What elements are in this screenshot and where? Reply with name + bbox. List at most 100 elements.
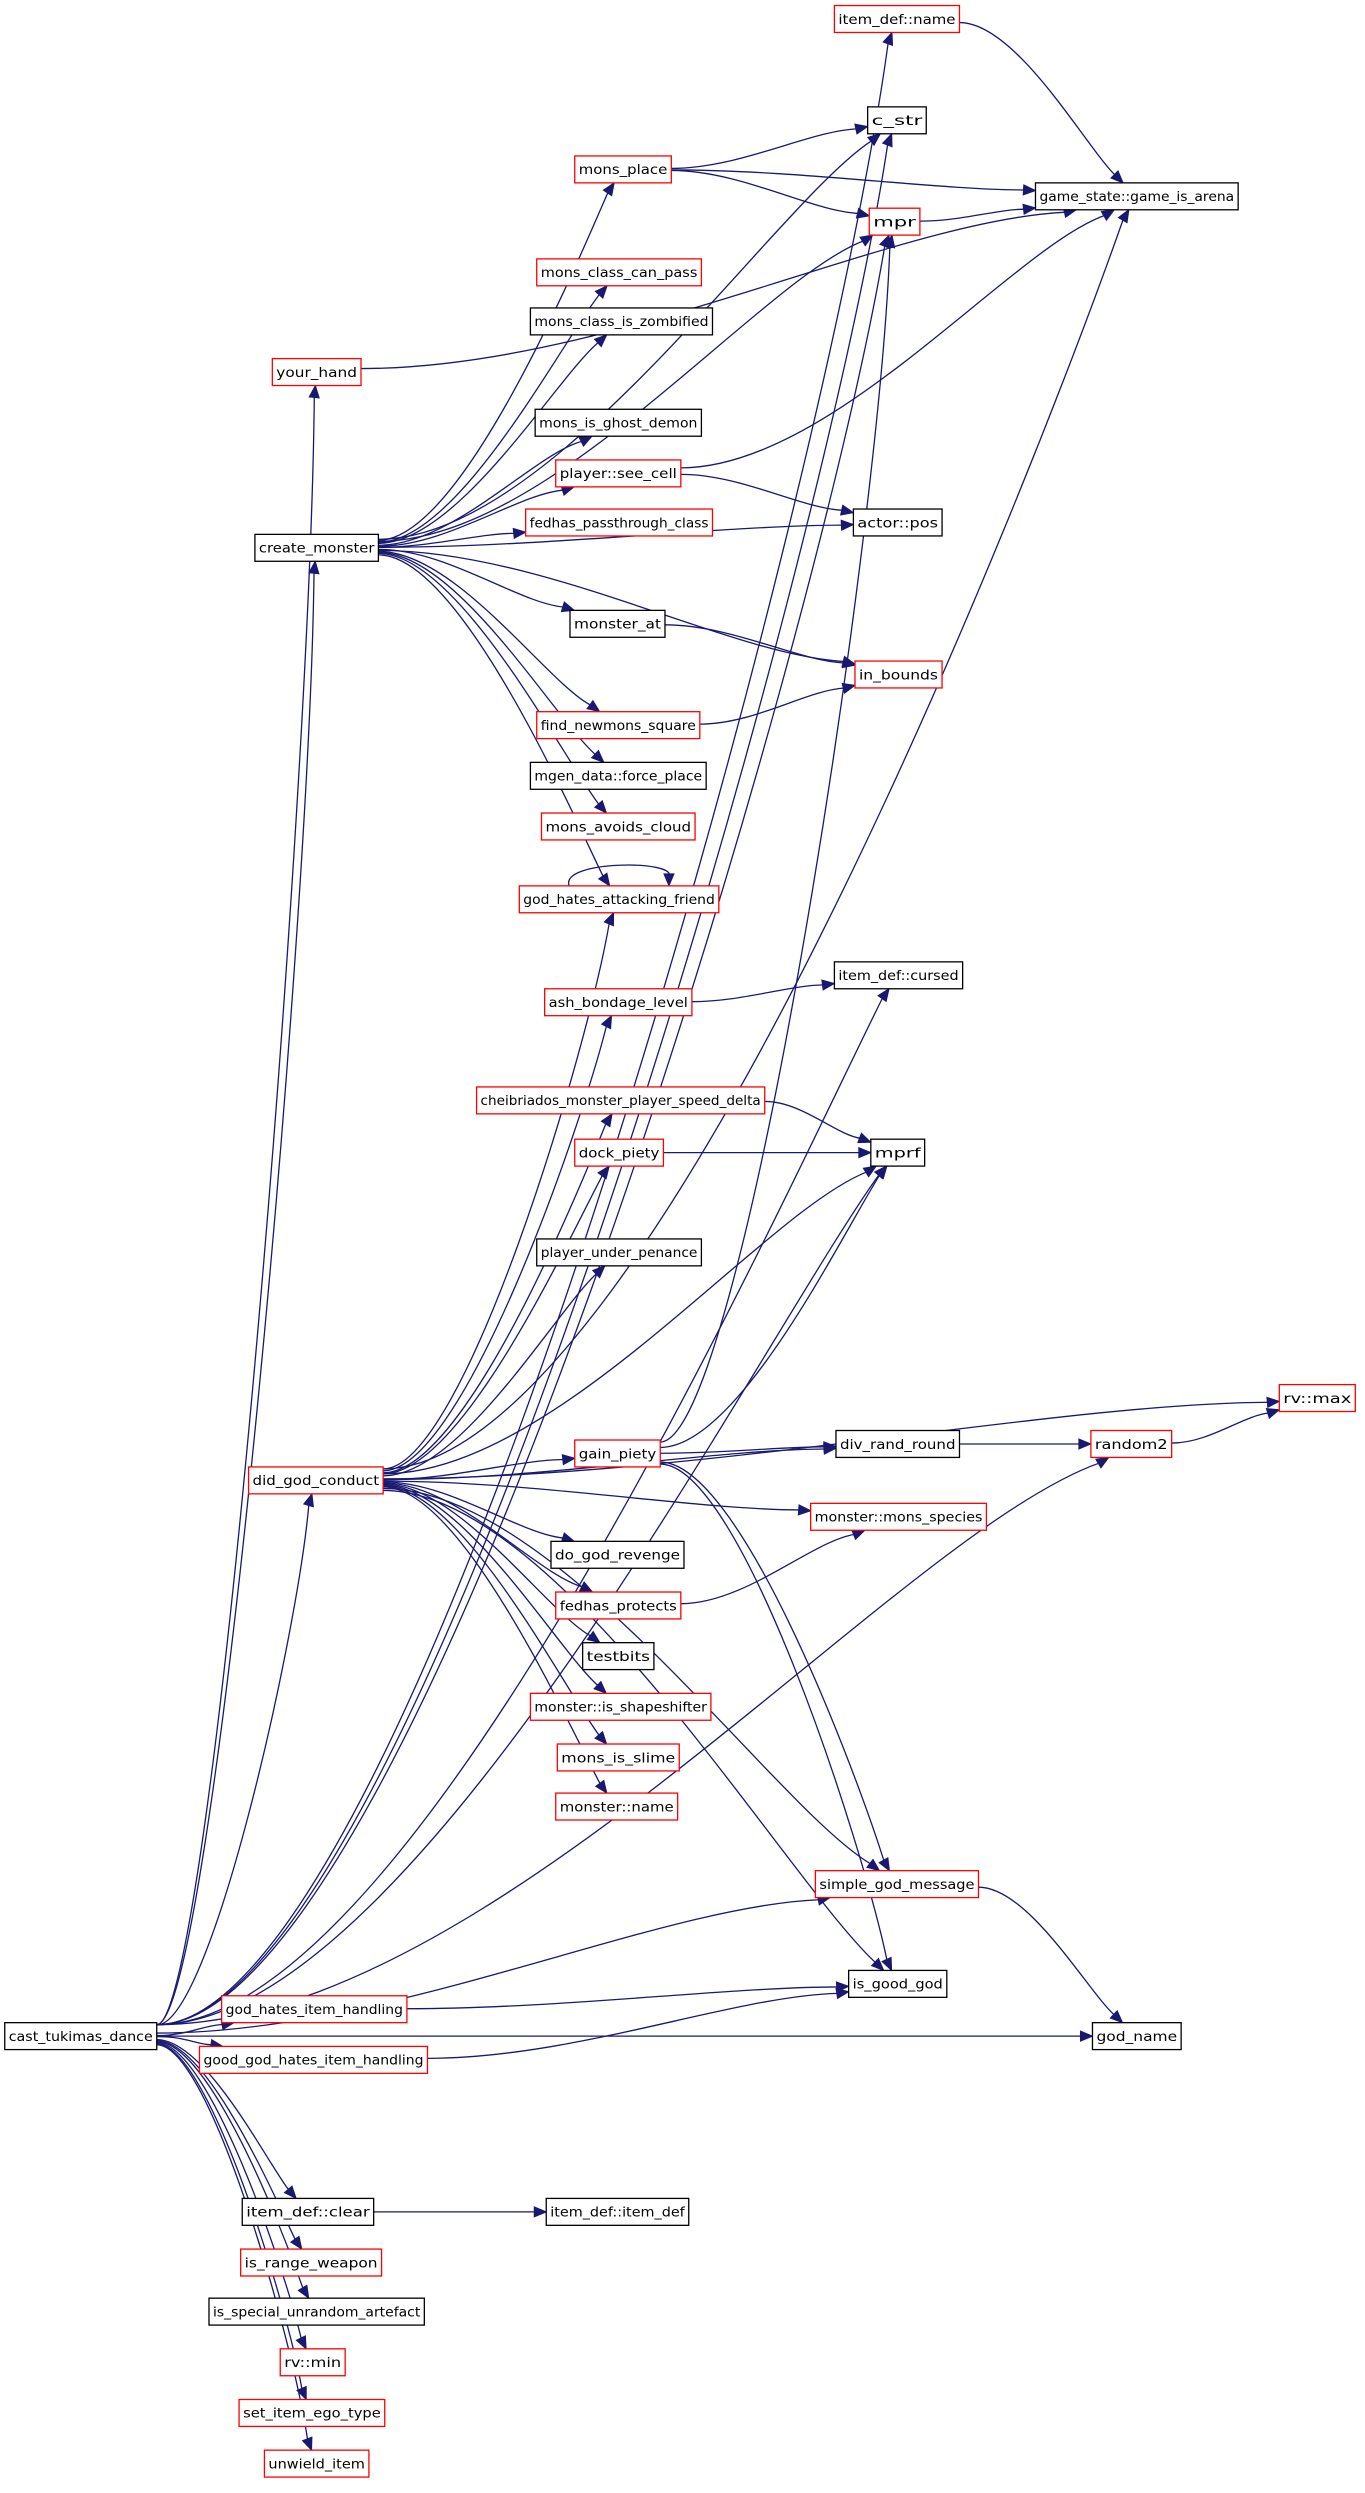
node-mons-is-slime[interactable]: mons_is_slime	[556, 1743, 680, 1772]
node-box[interactable]	[854, 660, 943, 689]
node-box[interactable]	[833, 961, 964, 990]
node-mons-is-ghost-demon[interactable]: mons_is_ghost_demon	[534, 408, 703, 437]
node-box[interactable]	[1034, 182, 1239, 211]
node-cast-tukimas-dance[interactable]: cast_tukimas_dance	[4, 2022, 158, 2051]
node-mons-avoids-cloud[interactable]: mons_avoids_cloud	[540, 812, 696, 841]
node-box[interactable]	[475, 1086, 766, 1115]
node-player-see-cell[interactable]: player::see_cell	[555, 459, 682, 488]
node-do-god-revenge[interactable]: do_god_revenge	[550, 1540, 685, 1569]
node-mpr[interactable]: mpr	[868, 207, 921, 236]
node-fedhas-protects[interactable]: fedhas_protects	[555, 1591, 682, 1620]
node-box[interactable]	[866, 106, 927, 135]
node-c-str[interactable]: c_str	[866, 106, 927, 135]
node-is-special-unrandom-artefact[interactable]: is_special_unrandom_artefact	[208, 2297, 425, 2326]
node-div-rand-round[interactable]: div_rand_round	[835, 1429, 961, 1459]
node-box[interactable]	[852, 508, 943, 537]
node-box[interactable]	[1278, 1383, 1356, 1413]
node-fedhas-passthrough-class[interactable]: fedhas_passthrough_class	[525, 508, 714, 537]
node-did-god-conduct[interactable]: did_god_conduct	[247, 1466, 384, 1495]
node-monster-mons-species[interactable]: monster::mons_species	[809, 1502, 988, 1531]
node-box[interactable]	[254, 533, 380, 562]
node-god-name[interactable]: god_name	[1091, 2022, 1182, 2051]
node-rv-min[interactable]: rv::min	[279, 2348, 346, 2377]
node-mons-place[interactable]: mons_place	[574, 155, 672, 184]
node-create-monster[interactable]: create_monster	[254, 533, 380, 562]
node-random2[interactable]: random2	[1090, 1429, 1173, 1459]
node-box[interactable]	[198, 2045, 429, 2074]
node-box[interactable]	[534, 408, 703, 437]
node-box[interactable]	[525, 508, 714, 537]
node-good-god-hates-item-handling[interactable]: good_god_hates_item_handling	[198, 2045, 429, 2074]
node-item-def-item-def[interactable]: item_def::item_def	[545, 2197, 690, 2226]
node-set-item-ego-type[interactable]: set_item_ego_type	[238, 2398, 386, 2428]
node-box[interactable]	[847, 1969, 948, 1998]
node-box[interactable]	[536, 711, 701, 740]
node-box[interactable]	[241, 2197, 375, 2226]
node-item-def-cursed[interactable]: item_def::cursed	[833, 961, 964, 990]
node-box[interactable]	[271, 357, 362, 387]
node-box[interactable]	[536, 258, 703, 287]
node-god-hates-item-handling[interactable]: god_hates_item_handling	[221, 1995, 408, 2024]
node-is-range-weapon[interactable]: is_range_weapon	[240, 2248, 383, 2277]
node-item-def-name[interactable]: item_def::name	[833, 4, 961, 34]
node-box[interactable]	[240, 2248, 383, 2277]
node-box[interactable]	[544, 988, 693, 1017]
node-mons-class-can-pass[interactable]: mons_class_can_pass	[536, 258, 703, 287]
node-box[interactable]	[208, 2297, 425, 2326]
node-box[interactable]	[529, 307, 714, 336]
node-item-def-clear[interactable]: item_def::clear	[241, 2197, 375, 2226]
node-monster-name[interactable]: monster::name	[555, 1792, 679, 1821]
node-rv-max[interactable]: rv::max	[1278, 1383, 1356, 1413]
node-is-good-god[interactable]: is_good_god	[847, 1969, 948, 1998]
node-gain-piety[interactable]: gain_piety	[574, 1439, 661, 1468]
node-box[interactable]	[4, 2022, 158, 2051]
node-monster-at[interactable]: monster_at	[569, 609, 666, 638]
node-ash-bondage-level[interactable]: ash_bondage_level	[544, 988, 693, 1017]
node-box[interactable]	[518, 885, 720, 914]
node-box[interactable]	[574, 1439, 661, 1468]
node-box[interactable]	[582, 1642, 655, 1671]
node-box[interactable]	[833, 4, 961, 34]
node-box[interactable]	[555, 459, 682, 488]
node-box[interactable]	[569, 609, 666, 638]
node-monster-is-shapeshifter[interactable]: monster::is_shapeshifter	[529, 1692, 712, 1721]
node-box[interactable]	[263, 2449, 370, 2478]
node-in-bounds[interactable]: in_bounds	[854, 660, 943, 689]
node-box[interactable]	[247, 1466, 384, 1495]
node-box[interactable]	[555, 1792, 679, 1821]
node-box[interactable]	[529, 1692, 712, 1721]
node-box[interactable]	[540, 812, 696, 841]
node-unwield-item[interactable]: unwield_item	[263, 2449, 370, 2478]
node-box[interactable]	[221, 1995, 408, 2024]
node-god-hates-attacking-friend[interactable]: god_hates_attacking_friend	[518, 885, 720, 914]
node-mons-class-is-zombified[interactable]: mons_class_is_zombified	[529, 307, 714, 336]
node-box[interactable]	[574, 1138, 665, 1167]
node-box[interactable]	[870, 1138, 926, 1167]
node-player-under-penance[interactable]: player_under_penance	[536, 1238, 703, 1267]
node-box[interactable]	[238, 2398, 386, 2428]
node-box[interactable]	[868, 207, 921, 236]
node-box[interactable]	[550, 1540, 685, 1569]
node-box[interactable]	[814, 1870, 980, 1899]
node-box[interactable]	[556, 1743, 680, 1772]
node-find-newmons-square[interactable]: find_newmons_square	[536, 711, 701, 740]
node-mgen-force-place[interactable]: mgen_data::force_place	[529, 761, 707, 790]
node-box[interactable]	[536, 1238, 703, 1267]
node-your-hand[interactable]: your_hand	[271, 357, 362, 387]
node-box[interactable]	[1091, 2022, 1182, 2051]
node-box[interactable]	[835, 1429, 961, 1459]
node-cheibriados-speed-delta[interactable]: cheibriados_monster_player_speed_delta	[475, 1086, 766, 1115]
node-dock-piety[interactable]: dock_piety	[574, 1138, 665, 1167]
node-box[interactable]	[545, 2197, 690, 2226]
node-game-is-arena[interactable]: game_state::game_is_arena	[1034, 182, 1239, 211]
node-box[interactable]	[574, 155, 672, 184]
node-box[interactable]	[279, 2348, 346, 2377]
node-box[interactable]	[529, 761, 707, 790]
node-box[interactable]	[1090, 1429, 1173, 1459]
node-testbits[interactable]: testbits	[582, 1642, 655, 1671]
node-actor-pos[interactable]: actor::pos	[852, 508, 943, 537]
node-box[interactable]	[555, 1591, 682, 1620]
node-box[interactable]	[809, 1502, 988, 1531]
node-simple-god-message[interactable]: simple_god_message	[814, 1870, 980, 1899]
node-mprf[interactable]: mprf	[870, 1138, 926, 1167]
